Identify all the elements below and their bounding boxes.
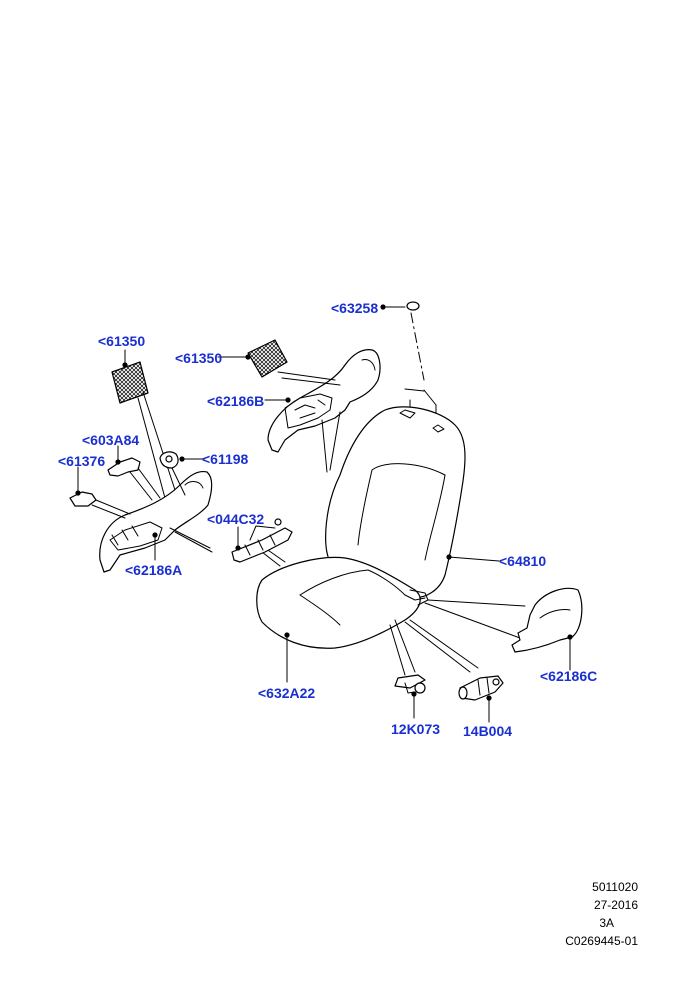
handle-61376-part	[69, 466, 131, 519]
knob-61198-part	[159, 451, 205, 496]
label-61376: <61376	[58, 453, 106, 469]
label-61350-left: <61350	[98, 333, 146, 349]
upper-shield-62186b-part	[264, 349, 381, 473]
mesh-panel-left-part	[111, 349, 176, 499]
label-63258: <63258	[331, 300, 379, 316]
bracket-603a84-part	[107, 445, 161, 501]
label-62186a: <62186A	[125, 562, 183, 578]
motor-14b004-part	[458, 675, 504, 723]
label-632a22: <632A22	[258, 685, 316, 701]
label-603a84: <603A84	[82, 432, 140, 448]
footer-ref-line-1: 5011020	[592, 880, 638, 894]
right-shield-part	[511, 587, 583, 671]
label-14b004: 14B004	[463, 723, 513, 739]
footer-ref-line-2: 27-2016	[593, 898, 638, 912]
label-12k073: 12K073	[391, 721, 441, 737]
mesh-panel-upper-part	[217, 339, 288, 378]
label-61350-upper: <61350	[175, 350, 223, 366]
label-62186b: <62186B	[207, 393, 265, 409]
label-64810: <64810	[499, 553, 547, 569]
label-62186c: <62186C	[540, 668, 598, 684]
seat-cushion-part	[256, 556, 429, 683]
label-61198: <61198	[202, 451, 249, 467]
footer-ref-line-4: C0269445-01	[565, 934, 638, 948]
footer-ref-line-3: 3A	[599, 916, 614, 930]
left-shield-62186a-part	[99, 470, 213, 573]
label-044c32: <044C32	[207, 511, 265, 527]
switch-044c32-part	[231, 518, 293, 563]
clip-12k073-part	[394, 674, 426, 719]
